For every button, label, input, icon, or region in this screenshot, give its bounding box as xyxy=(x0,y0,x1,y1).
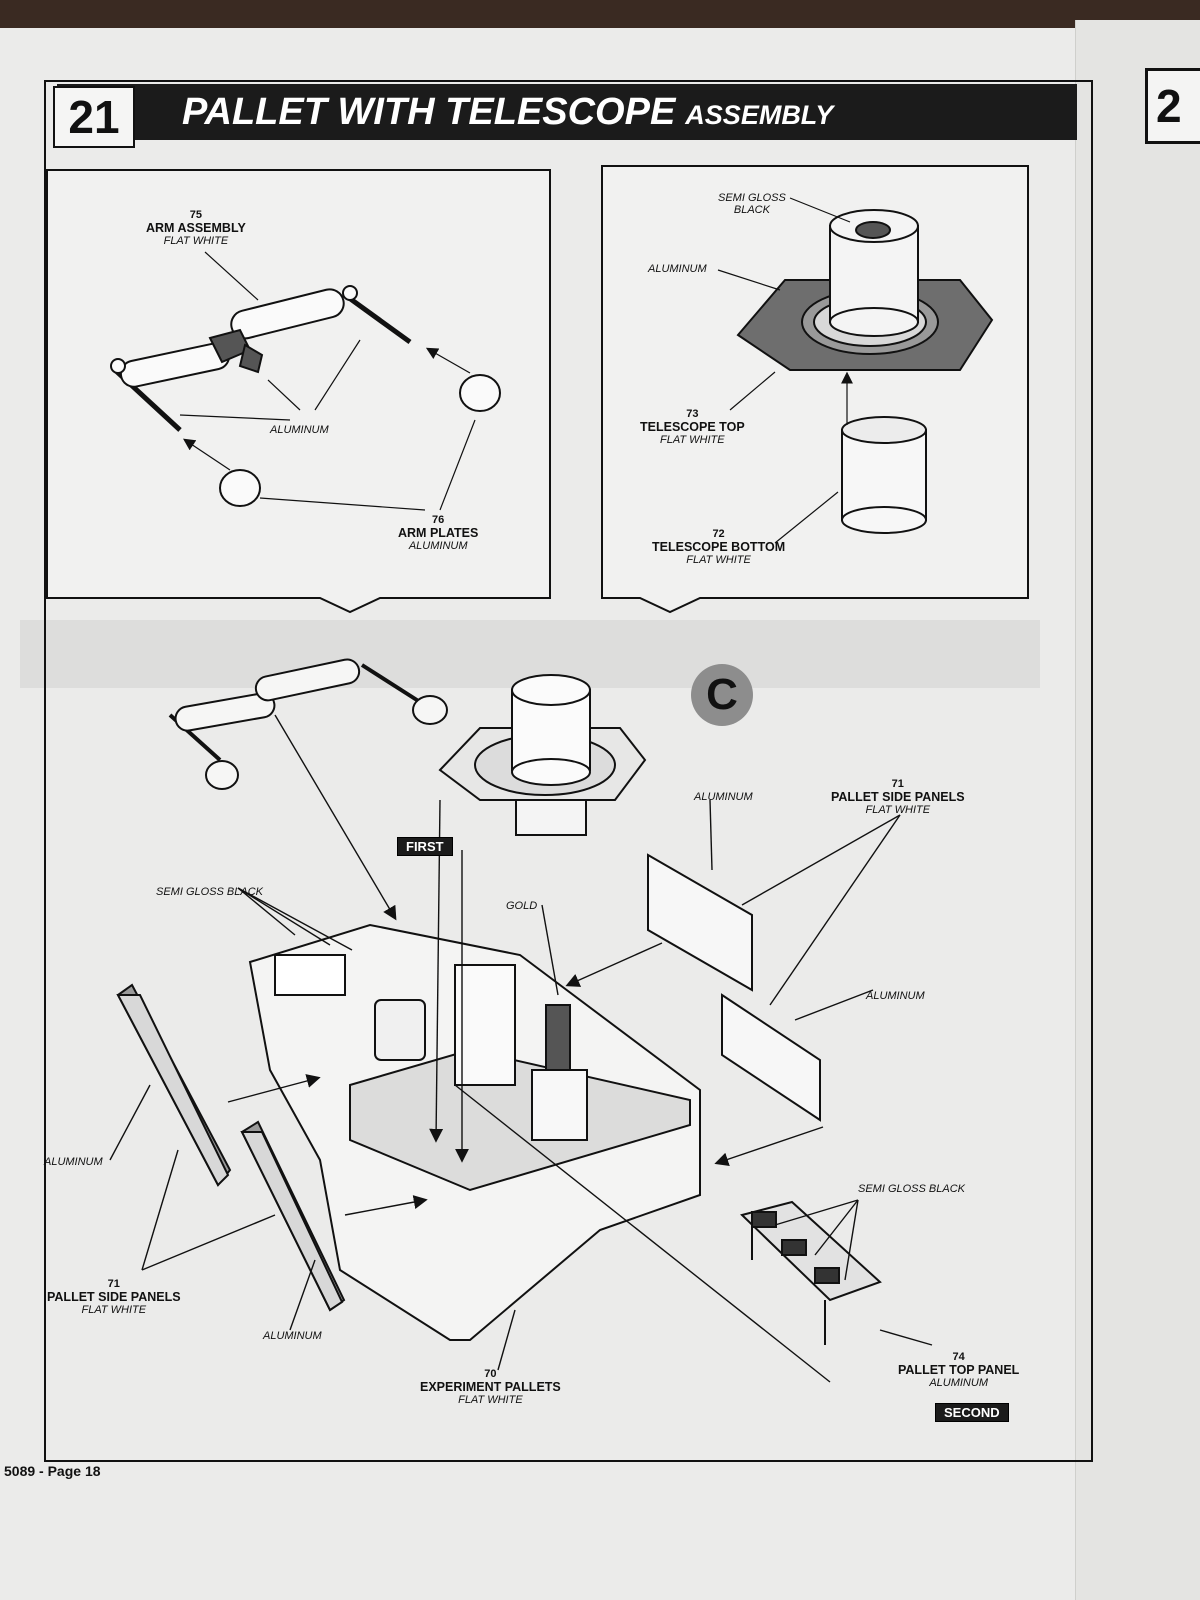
arm-callout-box xyxy=(46,169,551,614)
experiment-pallets-label: 70 EXPERIMENT PALLETS FLAT WHITE xyxy=(420,1368,561,1407)
telescope-bottom-name: TELESCOPE BOTTOM xyxy=(652,540,786,555)
arm-leader-lines xyxy=(179,251,476,511)
semi-gloss-black-right-note: SEMI GLOSS BLACK xyxy=(858,1183,965,1195)
side-panels-right-name: PALLET SIDE PANELS xyxy=(831,790,965,805)
side-panels-left-number: 71 xyxy=(107,1278,120,1290)
next-step-number: 2 xyxy=(1145,68,1200,144)
side-panels-right-label: 71 PALLET SIDE PANELS FLAT WHITE xyxy=(831,778,965,817)
telescope-bottom-color: FLAT WHITE xyxy=(686,554,751,567)
aluminum-right-top-note: ALUMINUM xyxy=(694,791,753,803)
telescope-bottom-number: 72 xyxy=(712,528,725,540)
experiment-pallets-number: 70 xyxy=(484,1368,497,1380)
semi-gloss-black-left-note: SEMI GLOSS BLACK xyxy=(156,886,263,898)
arm-plates-color: ALUMINUM xyxy=(408,540,468,553)
arm-plates-label: 76 ARM PLATES ALUMINUM xyxy=(398,514,478,553)
pallet-top-panel-label: 74 PALLET TOP PANEL ALUMINUM xyxy=(898,1351,1019,1390)
aluminum-right-mid-note: ALUMINUM xyxy=(866,990,925,1002)
step-number: 21 xyxy=(53,86,135,148)
main-assembly-drawing xyxy=(116,658,882,1345)
side-panels-left-label: 71 PALLET SIDE PANELS FLAT WHITE xyxy=(47,1278,181,1317)
arm-assembly-name: ARM ASSEMBLY xyxy=(146,221,246,236)
gold-note: GOLD xyxy=(506,900,538,912)
aluminum-bottom-note: ALUMINUM xyxy=(263,1330,322,1342)
arm-assembly-label: 75 ARM ASSEMBLY FLAT WHITE xyxy=(146,209,246,248)
telescope-aluminum-note: ALUMINUM xyxy=(648,263,707,275)
telescope-bottom-label: 72 TELESCOPE BOTTOM FLAT WHITE xyxy=(652,528,785,567)
telescope-semigloss-note: SEMI GLOSS BLACK xyxy=(718,192,786,217)
telescope-top-number: 73 xyxy=(686,408,699,420)
side-panels-right-color: FLAT WHITE xyxy=(865,804,931,817)
arm-assembly-number: 75 xyxy=(189,209,203,221)
experiment-pallets-color: FLAT WHITE xyxy=(458,1394,523,1407)
pallet-top-panel-color: ALUMINUM xyxy=(929,1377,988,1390)
step-title: PALLET WITH TELESCOPE ASSEMBLY xyxy=(182,84,833,140)
main-leader-lines xyxy=(109,714,933,1383)
pallet-top-panel-number: 74 xyxy=(952,1351,965,1363)
page-frame xyxy=(44,80,1093,1462)
side-panels-right-number: 71 xyxy=(891,778,904,790)
side-panels-left-color: FLAT WHITE xyxy=(81,1304,147,1317)
telescope-top-label: 73 TELESCOPE TOP FLAT WHITE xyxy=(640,408,745,447)
step-title-suffix: ASSEMBLY xyxy=(685,100,834,130)
subassembly-c-marker: C xyxy=(691,664,753,726)
telescope-drawing xyxy=(736,209,994,534)
pallet-top-panel-name: PALLET TOP PANEL xyxy=(898,1363,1020,1378)
arm-plates-number: 76 xyxy=(432,514,445,526)
first-tag: FIRST xyxy=(397,837,453,856)
page-footer: 5089 - Page 18 xyxy=(4,1463,101,1479)
telescope-top-name: TELESCOPE TOP xyxy=(640,420,745,435)
telescope-top-color: FLAT WHITE xyxy=(660,434,725,447)
telescope-leader-lines xyxy=(717,197,853,544)
arm-assembly-color: FLAT WHITE xyxy=(163,235,229,248)
second-tag: SECOND xyxy=(935,1403,1009,1422)
title-bar xyxy=(57,84,1077,140)
next-page-edge xyxy=(1075,20,1200,1600)
arm-aluminum-note: ALUMINUM xyxy=(270,424,329,436)
arm-plates-name: ARM PLATES xyxy=(398,526,479,541)
experiment-pallets-name: EXPERIMENT PALLETS xyxy=(420,1380,561,1395)
side-panels-left-name: PALLET SIDE PANELS xyxy=(47,1290,181,1305)
aluminum-left-note: ALUMINUM xyxy=(44,1156,103,1168)
arm-assembly-drawing xyxy=(110,285,501,507)
step-title-main: PALLET WITH TELESCOPE xyxy=(182,91,676,133)
